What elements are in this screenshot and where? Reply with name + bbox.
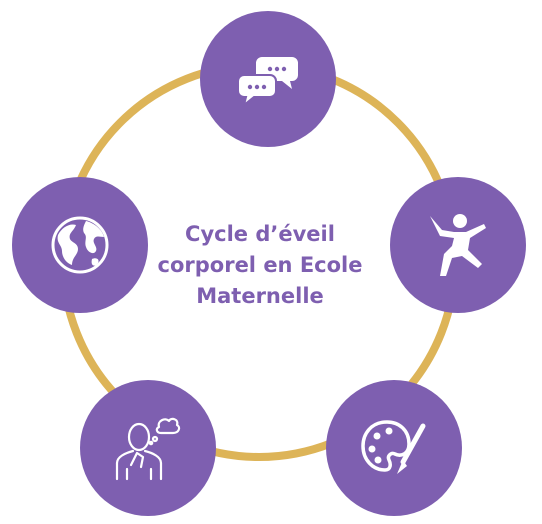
node-movement xyxy=(390,177,526,313)
dancing-person-icon xyxy=(426,210,490,280)
globe-icon xyxy=(48,213,112,277)
paint-palette-icon xyxy=(359,416,429,480)
node-reflection xyxy=(80,380,216,516)
node-world xyxy=(12,177,148,313)
title-line-3: Maternelle xyxy=(196,284,324,308)
thinking-person-icon xyxy=(113,413,183,483)
title-line-1: Cycle d’éveil xyxy=(185,222,335,246)
node-communication xyxy=(200,11,336,147)
cycle-title: Cycle d’éveil corporel en Ecole Maternel… xyxy=(140,219,380,312)
title-line-2: corporel en Ecole xyxy=(157,253,363,277)
node-arts xyxy=(326,380,462,516)
speech-bubbles-icon xyxy=(236,51,300,107)
